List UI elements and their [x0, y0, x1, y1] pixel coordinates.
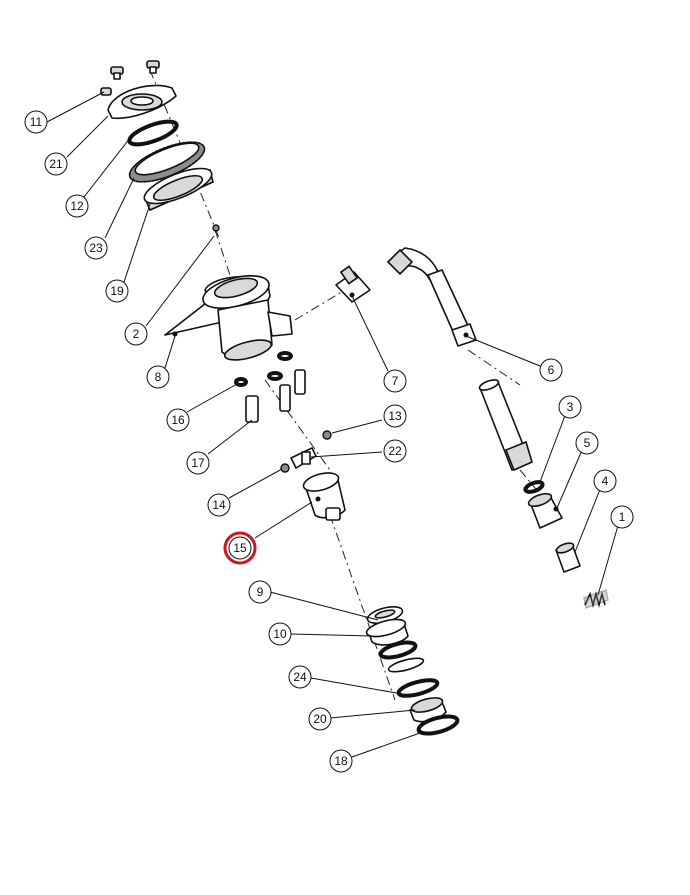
callout-18[interactable]: 18: [329, 749, 353, 773]
callout-10[interactable]: 10: [268, 622, 292, 646]
svg-text:7: 7: [392, 374, 399, 388]
svg-text:15: 15: [233, 541, 247, 555]
svg-text:16: 16: [171, 413, 185, 427]
svg-text:4: 4: [602, 474, 609, 488]
callout-17[interactable]: 17: [186, 451, 210, 475]
svg-text:3: 3: [567, 400, 574, 414]
part-14-o-ring: [280, 463, 290, 473]
svg-text:21: 21: [49, 157, 63, 171]
part-22-t-fitting: [290, 447, 317, 469]
part-11-small-screw: [100, 87, 112, 96]
svg-text:6: 6: [548, 363, 555, 377]
callout-4[interactable]: 4: [593, 469, 617, 493]
part-17-bolt: [245, 395, 259, 423]
stack-o-ring-mid: [387, 657, 425, 673]
part-8-housing: [164, 275, 293, 361]
part-6-hose: [386, 247, 477, 347]
callout-7[interactable]: 7: [383, 369, 407, 393]
callout-24[interactable]: 24: [288, 665, 312, 689]
svg-text:11: 11: [30, 115, 43, 129]
svg-text:23: 23: [89, 241, 103, 255]
svg-text:9: 9: [257, 585, 264, 599]
part-16-washer: [234, 377, 248, 387]
callout-11[interactable]: 11: [24, 110, 48, 134]
callout-21[interactable]: 21: [44, 152, 68, 176]
stack-o-ring-upper: [378, 640, 418, 660]
part-5-nut: [527, 492, 563, 529]
callout-23[interactable]: 23: [84, 236, 108, 260]
svg-text:10: 10: [273, 627, 287, 641]
svg-text:17: 17: [191, 456, 205, 470]
callout-15-highlight-ring: [223, 531, 257, 565]
svg-text:5: 5: [584, 436, 591, 450]
top-screw-right: [146, 60, 160, 74]
callout-22[interactable]: 22: [383, 439, 407, 463]
svg-text:18: 18: [334, 754, 348, 768]
housing-small-parts: [267, 351, 306, 412]
part-18-o-ring: [416, 714, 460, 736]
part-1-spring-clip: [583, 589, 609, 609]
part-7-fitting: [335, 265, 371, 303]
part-13-nut: [322, 430, 332, 440]
leader-lines: [46, 91, 620, 758]
dowel-pin: [212, 224, 220, 232]
callout-5[interactable]: 5: [575, 431, 599, 455]
callout-16[interactable]: 16: [166, 408, 190, 432]
part-21-flange-plate: [107, 84, 177, 120]
svg-text:8: 8: [155, 370, 162, 384]
part-12-o-ring: [127, 119, 179, 147]
callout-9[interactable]: 9: [248, 580, 272, 604]
callout-1[interactable]: 1: [610, 505, 634, 529]
callout-15[interactable]: 15: [228, 536, 252, 560]
svg-text:22: 22: [388, 444, 402, 458]
callout-14[interactable]: 14: [207, 493, 231, 517]
svg-text:19: 19: [110, 284, 124, 298]
svg-text:12: 12: [70, 199, 84, 213]
svg-text:1: 1: [619, 510, 626, 524]
callout-2[interactable]: 2: [124, 322, 148, 346]
part-19-bearing-ring: [143, 167, 214, 212]
svg-text:24: 24: [293, 670, 307, 684]
part-24-o-ring: [396, 678, 440, 698]
callout-20[interactable]: 20: [308, 707, 332, 731]
svg-text:20: 20: [313, 712, 327, 726]
part-4-fitting: [555, 542, 581, 573]
svg-text:2: 2: [133, 327, 140, 341]
tube-body: [478, 379, 533, 472]
part-15-cylinder: [302, 472, 346, 521]
top-screw-left: [110, 66, 124, 80]
callout-13[interactable]: 13: [383, 404, 407, 428]
part-3-o-ring: [523, 480, 545, 494]
callout-19[interactable]: 19: [105, 279, 129, 303]
part-10-bushing: [365, 618, 409, 646]
callout-6[interactable]: 6: [539, 358, 563, 382]
callout-3[interactable]: 3: [558, 395, 582, 419]
svg-text:14: 14: [212, 498, 226, 512]
svg-text:13: 13: [388, 409, 402, 423]
callout-12[interactable]: 12: [65, 194, 89, 218]
callout-8[interactable]: 8: [146, 365, 170, 389]
